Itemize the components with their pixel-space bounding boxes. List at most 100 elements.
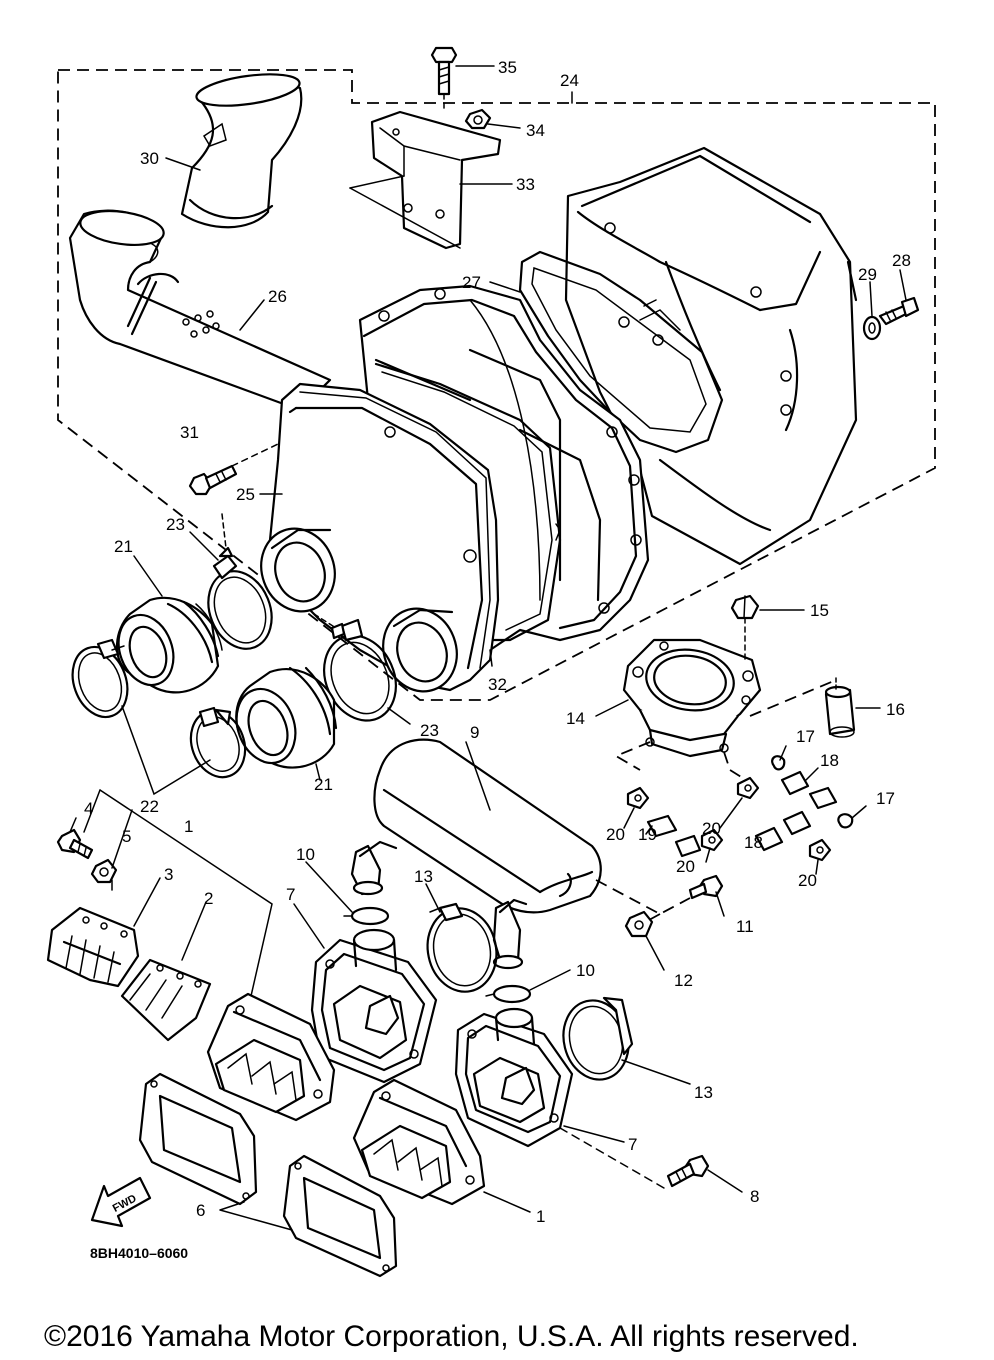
callout-7-lower: 7 <box>628 1135 637 1154</box>
callout-13-upper: 13 <box>414 867 433 886</box>
callout-1-lower: 1 <box>536 1207 545 1226</box>
hose-fittings <box>613 741 854 862</box>
callout-10-upper: 10 <box>296 845 315 864</box>
callout-4: 4 <box>84 799 93 818</box>
diagram-code: 8BH4010–6060 <box>90 1245 188 1261</box>
cap-16 <box>749 677 856 738</box>
callout-31: 31 <box>180 423 199 442</box>
gasket-27 <box>518 250 724 454</box>
bolt-8 <box>666 1154 710 1188</box>
callout-20-bottom: 20 <box>676 857 695 876</box>
leader-lines <box>69 65 907 1231</box>
callout-34: 34 <box>526 121 545 140</box>
bolt-31 <box>188 443 279 496</box>
callout-22: 22 <box>140 797 159 816</box>
washer-29 <box>862 315 882 341</box>
nut-15 <box>730 594 760 661</box>
carb-joint-7-upper <box>310 928 438 1084</box>
callout-6: 6 <box>196 1201 205 1220</box>
callout-24: 24 <box>560 71 579 90</box>
callout-2: 2 <box>204 889 213 908</box>
clip-17a <box>771 755 786 771</box>
bolt-35 <box>430 46 458 111</box>
callout-23-lower: 23 <box>420 721 439 740</box>
reed-valve-1-upper <box>206 992 336 1122</box>
callout-10-lower: 10 <box>576 961 595 980</box>
callout-9: 9 <box>470 723 479 742</box>
hose-18a <box>780 770 838 810</box>
callout-18-upper: 18 <box>820 751 839 770</box>
carb-joint-7-lower <box>454 1007 665 1189</box>
callout-labels: 35 24 34 30 33 26 27 29 28 31 25 23 21 1… <box>84 58 911 1226</box>
callout-17-upper: 17 <box>796 727 815 746</box>
hose-18b <box>754 810 812 852</box>
bracket-33 <box>349 110 502 250</box>
callout-12: 12 <box>674 971 693 990</box>
leader-bracket-1 <box>83 789 273 1019</box>
callout-16: 16 <box>886 700 905 719</box>
callout-1-upper: 1 <box>184 817 193 836</box>
bolt-28 <box>878 296 920 326</box>
callout-29: 29 <box>858 265 877 284</box>
callout-19: 19 <box>638 825 657 844</box>
callout-21-lower: 21 <box>314 775 333 794</box>
callout-21-upper: 21 <box>114 537 133 556</box>
clip-20a <box>626 786 650 810</box>
nut-12 <box>624 910 654 938</box>
gasket-6-left <box>138 1072 258 1206</box>
clamp-13-upper <box>426 902 498 993</box>
callout-33: 33 <box>516 175 535 194</box>
joint-21-upper <box>115 596 223 694</box>
callout-35: 35 <box>498 58 517 77</box>
flange-plate-14 <box>622 638 762 758</box>
callout-28: 28 <box>892 251 911 270</box>
callout-15: 15 <box>810 601 829 620</box>
clamp-23-upper <box>207 513 273 650</box>
bolt-11 <box>688 874 724 900</box>
washer-5 <box>90 858 118 884</box>
nut-34 <box>464 108 492 130</box>
callout-20-mid: 20 <box>702 819 721 838</box>
gasket-6-right <box>282 1154 398 1278</box>
fwd-arrow-icon: FWD <box>90 1176 152 1228</box>
clip-20c <box>700 828 724 852</box>
intake-duct-26 <box>68 209 332 412</box>
clip-20b <box>736 776 760 800</box>
callout-32: 32 <box>488 675 507 694</box>
callout-8: 8 <box>750 1187 759 1206</box>
clamp-13-lower <box>562 996 634 1081</box>
callout-11: 11 <box>736 917 754 936</box>
callout-25: 25 <box>236 485 255 504</box>
callout-13-lower: 13 <box>694 1083 713 1102</box>
hose-19 <box>646 814 702 858</box>
clip-20d <box>808 838 832 862</box>
airbox-front-plate-25 <box>260 382 500 693</box>
reed-plate-3 <box>46 906 140 988</box>
callout-20-left: 20 <box>606 825 625 844</box>
callout-30: 30 <box>140 149 159 168</box>
o-ring-10-lower <box>485 984 532 1004</box>
bolt-4 <box>56 828 94 860</box>
callout-5: 5 <box>122 827 131 846</box>
callout-27: 27 <box>462 273 481 292</box>
clamp-22-lower <box>189 706 247 779</box>
seal-32 <box>374 362 562 642</box>
callout-20-right: 20 <box>798 871 817 890</box>
callout-14: 14 <box>566 709 585 728</box>
callout-3: 3 <box>164 865 173 884</box>
stopper-2 <box>120 958 212 1042</box>
callout-17-lower: 17 <box>876 789 895 808</box>
o-ring-10-upper <box>343 906 390 926</box>
joint-21-lower <box>235 666 338 769</box>
copyright-notice: ©2016 Yamaha Motor Corporation, U.S.A. A… <box>44 1320 859 1353</box>
callout-18-lower: 18 <box>744 833 763 852</box>
clamp-22-left <box>71 638 129 719</box>
elbow-duct-30 <box>180 73 303 229</box>
assembly-boundary <box>57 69 936 701</box>
callout-7-upper: 7 <box>286 885 295 904</box>
callout-23-upper: 23 <box>166 515 185 534</box>
reed-valve-1-lower <box>352 1078 486 1206</box>
callout-26: 26 <box>268 287 287 306</box>
clip-17b <box>837 813 854 829</box>
